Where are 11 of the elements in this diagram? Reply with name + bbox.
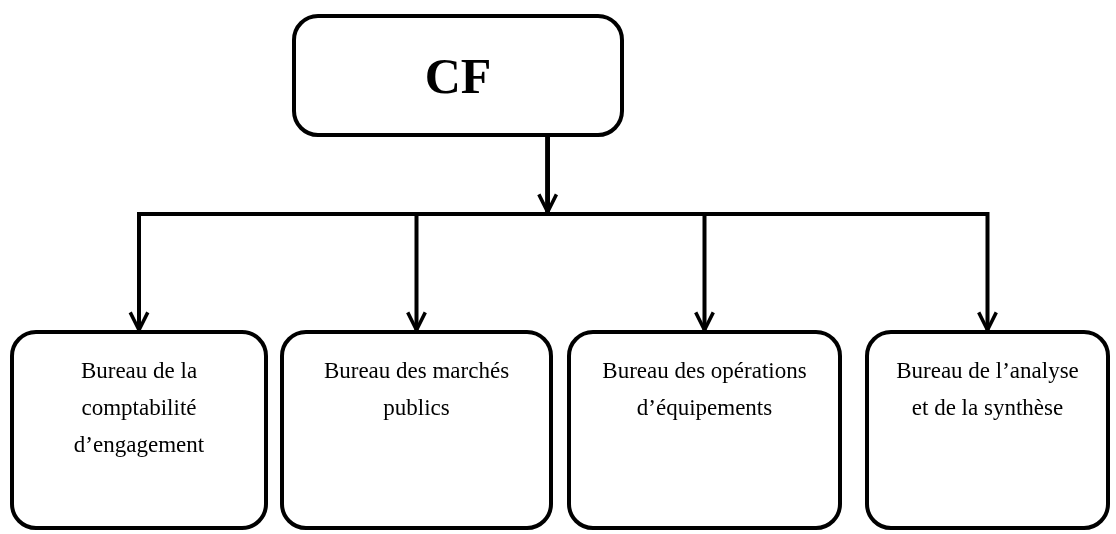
department-box bbox=[567, 330, 842, 530]
root-box bbox=[292, 14, 624, 137]
department-box bbox=[280, 330, 553, 530]
trunk-arrow bbox=[537, 137, 559, 214]
box-label: Bureau des marchés publics bbox=[322, 357, 511, 422]
department-box bbox=[865, 330, 1110, 530]
box-label: Bureau des opérations d’équipements bbox=[601, 357, 808, 422]
box-label: Bureau de la comptabilité d’engagement bbox=[72, 357, 206, 459]
department-box bbox=[10, 330, 268, 530]
box-label: Bureau de l’analyse et de la synthèse bbox=[895, 357, 1080, 422]
box-label: CF bbox=[424, 46, 492, 105]
